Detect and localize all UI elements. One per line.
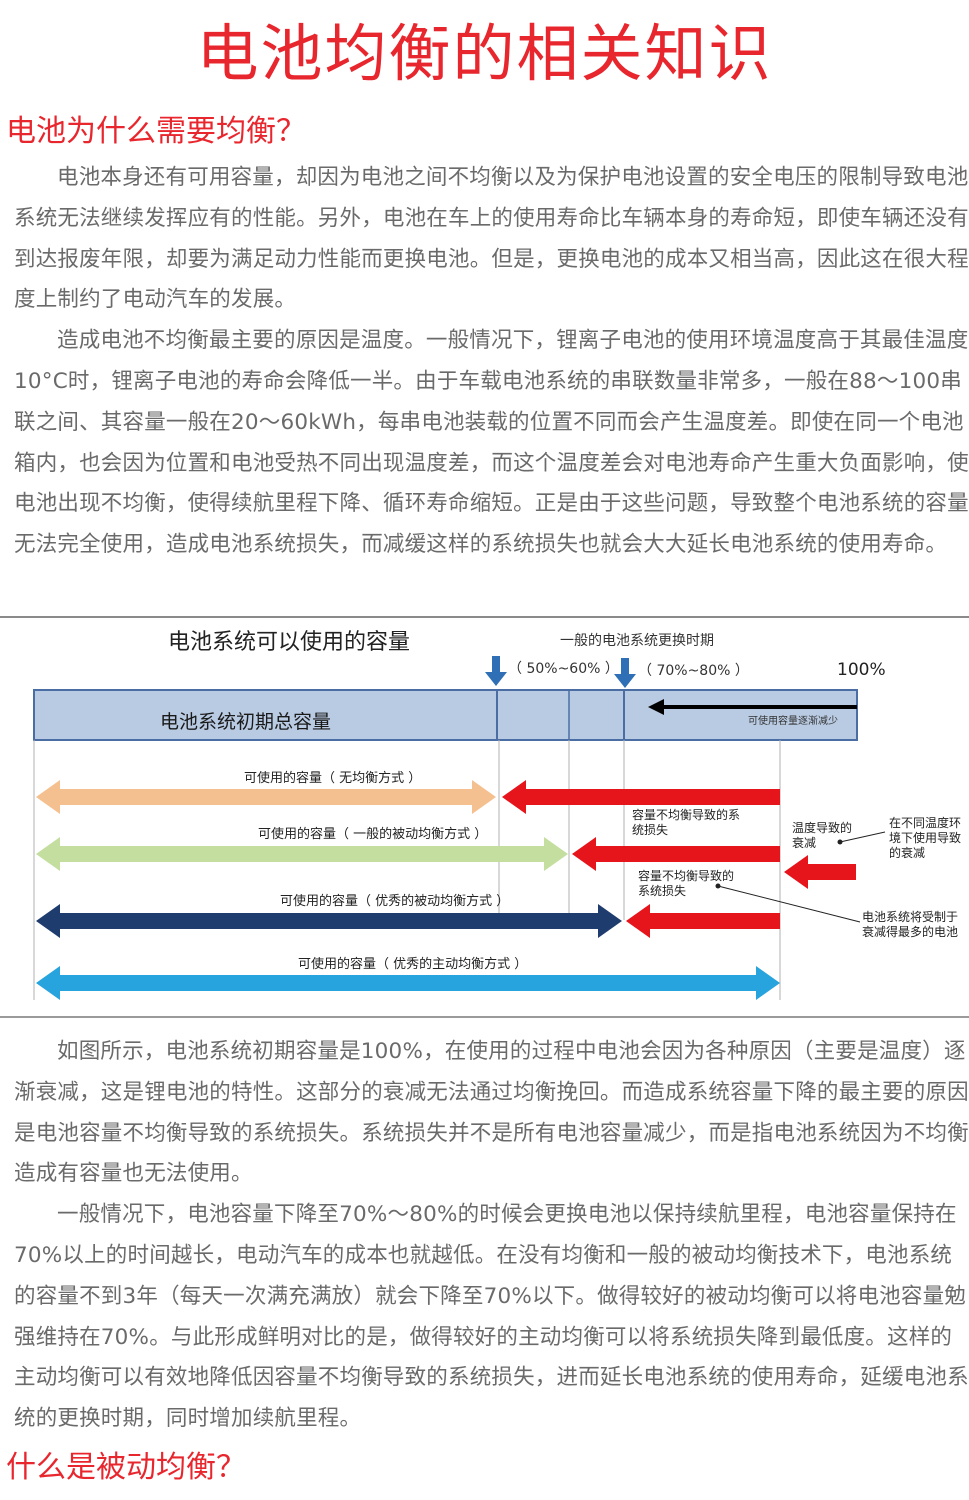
- page-title: 电池均衡的相关知识: [196, 17, 773, 90]
- capacity-decrease-label: 可使用容量逐渐减少: [748, 716, 838, 727]
- diagram-graphics: [33, 656, 886, 1000]
- loss-arrow-3-head: [626, 904, 650, 938]
- loss-arrow-1-head: [502, 780, 526, 814]
- usable-arrow-good-passive-left: [36, 904, 60, 938]
- range-label-1: （ 50%~60% ）: [508, 661, 619, 677]
- pointer-dot: [715, 883, 721, 889]
- loss-arrow-2-head: [572, 837, 596, 871]
- usable-arrow-active-right: [756, 966, 780, 1000]
- loss-arrow-2: [592, 846, 780, 862]
- section-heading-why: 电池为什么需要均衡？: [6, 114, 306, 149]
- usable-arrow-passive-right: [544, 837, 568, 871]
- env-decay-note: 在不同温度环境下使用导致的衰减: [889, 816, 962, 860]
- temp-decay-arrow-head: [784, 855, 808, 889]
- section1b-body: 如图所示，电池系统初期容量是100%，在使用的过程中电池会因为各种原因（主要是温…: [14, 1032, 969, 1440]
- paragraph: 造成电池不均衡最主要的原因是温度。一般情况下，锂离子电池的使用环境温度高于其最佳…: [14, 328, 969, 558]
- usable-arrow-passive: [54, 846, 550, 862]
- temp-decay-arrow: [804, 864, 856, 880]
- replacement-period-label: 一般的电池系统更换时期: [560, 633, 714, 649]
- pointer-line: [839, 831, 886, 843]
- diagram-title: 电池系统可以使用的容量: [168, 630, 411, 655]
- initial-capacity-box: [33, 689, 858, 741]
- usable-arrow-none-left: [36, 780, 60, 814]
- max-decay-note: 电池系统将受制于衰减得最多的电池: [862, 910, 959, 939]
- divider: [0, 1016, 969, 1018]
- usable-arrow-active-left: [36, 966, 60, 1000]
- down-arrow-2-head: [614, 674, 636, 688]
- loss-label-2: 容量不均衡导致的系统损失: [638, 869, 735, 898]
- loss-arrow-1: [522, 789, 780, 805]
- row-label-none: 可使用的容量（ 无均衡方式 ）: [244, 771, 422, 786]
- usable-arrow-active: [54, 975, 762, 991]
- pointer-dot: [837, 839, 843, 845]
- initial-capacity-label: 电池系统初期总容量: [160, 711, 332, 733]
- row-label-good-passive: 可使用的容量（ 优秀的被动均衡方式 ）: [280, 894, 510, 909]
- paragraph: 如图所示，电池系统初期容量是100%，在使用的过程中电池会因为各种原因（主要是温…: [14, 1039, 969, 1187]
- row-label-active: 可使用的容量（ 优秀的主动均衡方式 ）: [298, 957, 528, 972]
- range-label-2: （ 70%~80% ）: [638, 663, 749, 679]
- usable-arrow-none-right: [472, 780, 496, 814]
- section-heading-passive: 什么是被动均衡？: [6, 1450, 246, 1485]
- loss-label-1: 容量不均衡导致的系统损失: [632, 808, 741, 837]
- full-capacity-label: 100%: [837, 660, 886, 680]
- paragraph: 电池本身还有可用容量，却因为电池之间不均衡以及为保护电池设置的安全电压的限制导致…: [14, 165, 969, 313]
- down-arrow-1: [492, 656, 500, 674]
- usable-arrow-good-passive-right: [598, 904, 622, 938]
- pointer-line: [717, 885, 861, 923]
- loss-arrow-3: [646, 913, 780, 929]
- usable-arrow-good-passive: [54, 913, 604, 929]
- row-label-passive: 可使用的容量（ 一般的被动均衡方式 ）: [258, 827, 488, 842]
- divider: [0, 616, 969, 618]
- paragraph: 一般情况下，电池容量下降至70%～80%的时候会更换电池以保持续航里程，电池容量…: [14, 1202, 969, 1432]
- capacity-diagram: 电池系统可以使用的容量 一般的电池系统更换时期 （ 50%~60% ） （ 70…: [0, 620, 969, 1016]
- down-arrow-2: [621, 658, 629, 676]
- usable-arrow-none: [54, 789, 478, 805]
- temp-decay-label: 温度导致的衰减: [792, 821, 853, 850]
- usable-arrow-passive-left: [36, 837, 60, 871]
- decrease-arrow-head: [648, 699, 664, 715]
- down-arrow-1-head: [485, 672, 507, 686]
- section1-body: 电池本身还有可用容量，却因为电池之间不均衡以及为保护电池设置的安全电压的限制导致…: [14, 158, 969, 566]
